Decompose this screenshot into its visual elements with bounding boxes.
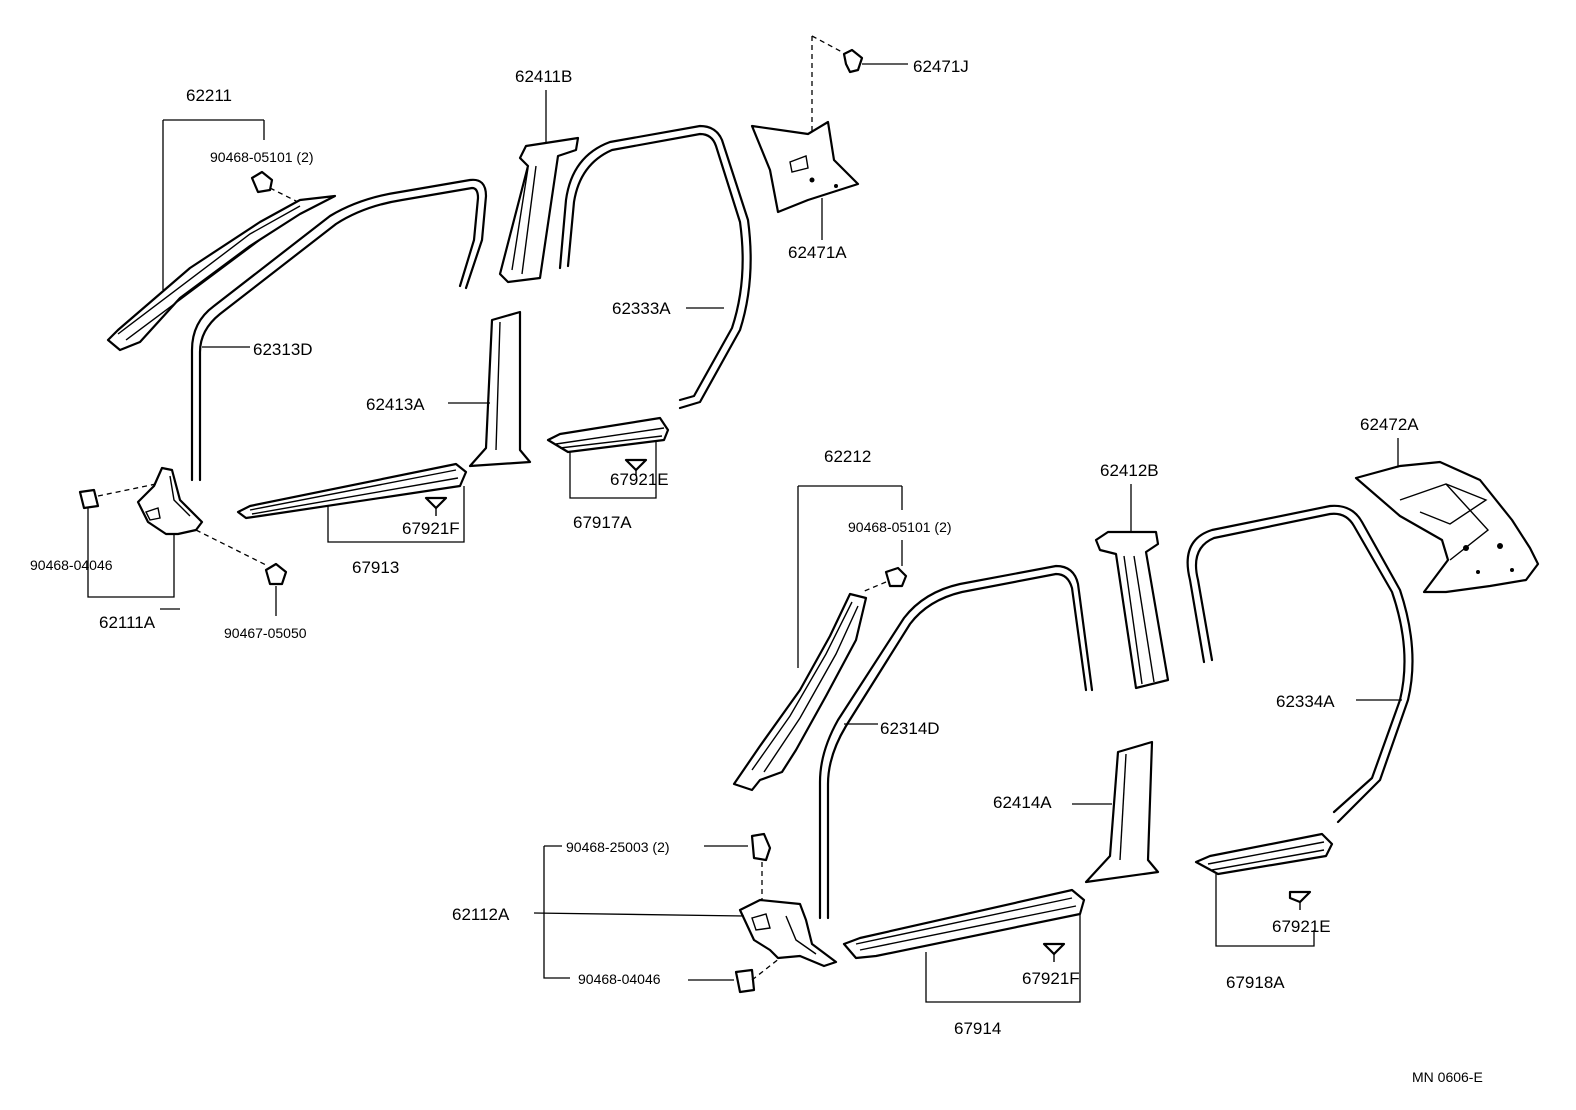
weatherstrip-rear-door-upper: 62333A — [558, 124, 752, 410]
diagram-code: MN 0606-E — [1412, 1069, 1483, 1085]
callout-62212: 62212 — [797, 447, 903, 668]
front-pillar-garnish-lower — [732, 592, 868, 792]
label-90467-05050: 90467-05050 — [224, 625, 307, 641]
callout-62211: 62211 — [162, 86, 265, 290]
label-62313D: 62313D — [253, 340, 313, 359]
label-62333A: 62333A — [612, 299, 671, 318]
label-62413A: 62413A — [366, 395, 425, 414]
label-62112A: 62112A — [452, 905, 510, 924]
label-67914: 67914 — [954, 1019, 1001, 1038]
label-90468-05101-upper: 90468-05101 (2) — [210, 149, 314, 165]
clip-67921F-upper: 67921F — [402, 496, 460, 538]
label-90468-25003: 90468-25003 (2) — [566, 839, 670, 855]
label-67921E-lower: 67921E — [1272, 917, 1331, 936]
center-pillar-lower-garnish-upper: 62413A — [366, 310, 532, 468]
label-62111A: 62111A — [99, 613, 156, 632]
label-62411B: 62411B — [515, 67, 572, 86]
scuff-plate-rear-lower: 67918A — [1194, 832, 1334, 992]
clip-90468-05101-lower — [861, 540, 908, 593]
cowl-side-trim-lower: 90468-25003 (2) 62112A 90468-04046 — [452, 832, 838, 994]
label-62471A: 62471A — [788, 243, 847, 262]
label-67913: 67913 — [352, 558, 399, 577]
front-pillar-garnish-upper — [106, 194, 337, 352]
label-90468-04046-upper: 90468-04046 — [30, 557, 113, 573]
label-67917A: 67917A — [573, 513, 632, 532]
label-62472A: 62472A — [1360, 415, 1419, 434]
weatherstrip-front-door-lower: 62314D — [818, 564, 1094, 920]
quarter-pillar-garnish-upper: 62471A — [750, 120, 860, 262]
center-pillar-garnish-upper: 62411B — [498, 67, 580, 284]
center-pillar-garnish-lower: 62412B — [1094, 461, 1170, 690]
label-67918A: 67918A — [1226, 973, 1285, 992]
label-67921E-upper: 67921E — [610, 470, 669, 489]
clip-90468-05101-upper — [250, 170, 299, 203]
weatherstrip-rear-door-lower: 62334A — [1186, 504, 1414, 824]
label-62334A: 62334A — [1276, 692, 1335, 711]
quarter-pillar-garnish-lower: 62472A — [1354, 415, 1540, 594]
label-62471J: 62471J — [913, 57, 969, 76]
label-62414A: 62414A — [993, 793, 1052, 812]
scuff-plate-front-upper: 67913 — [236, 462, 468, 577]
label-62212: 62212 — [824, 447, 871, 466]
label-62211: 62211 — [186, 86, 232, 105]
scuff-plate-rear-upper: 67917A — [546, 416, 670, 532]
label-90468-05101-lower: 90468-05101 (2) — [848, 519, 952, 535]
clip-67921E-upper: 67921E — [610, 458, 669, 489]
center-pillar-lower-garnish-lower: 62414A — [993, 740, 1160, 884]
label-62412B: 62412B — [1100, 461, 1159, 480]
clip-67921F-lower: 67921F — [1022, 942, 1080, 988]
label-67921F-upper: 67921F — [402, 519, 460, 538]
weatherstrip-front-door-upper: 62313D — [190, 178, 488, 482]
scuff-plate-front-lower: 67914 — [842, 888, 1086, 1038]
cowl-side-trim-upper: 90468-04046 62111A — [30, 466, 269, 632]
label-67921F-lower: 67921F — [1022, 969, 1080, 988]
label-90468-04046-lower: 90468-04046 — [578, 971, 661, 987]
clip-67921E-lower: 67921E — [1272, 890, 1331, 936]
label-62314D: 62314D — [880, 719, 940, 738]
nut-90467-05050: 90467-05050 — [224, 562, 307, 641]
